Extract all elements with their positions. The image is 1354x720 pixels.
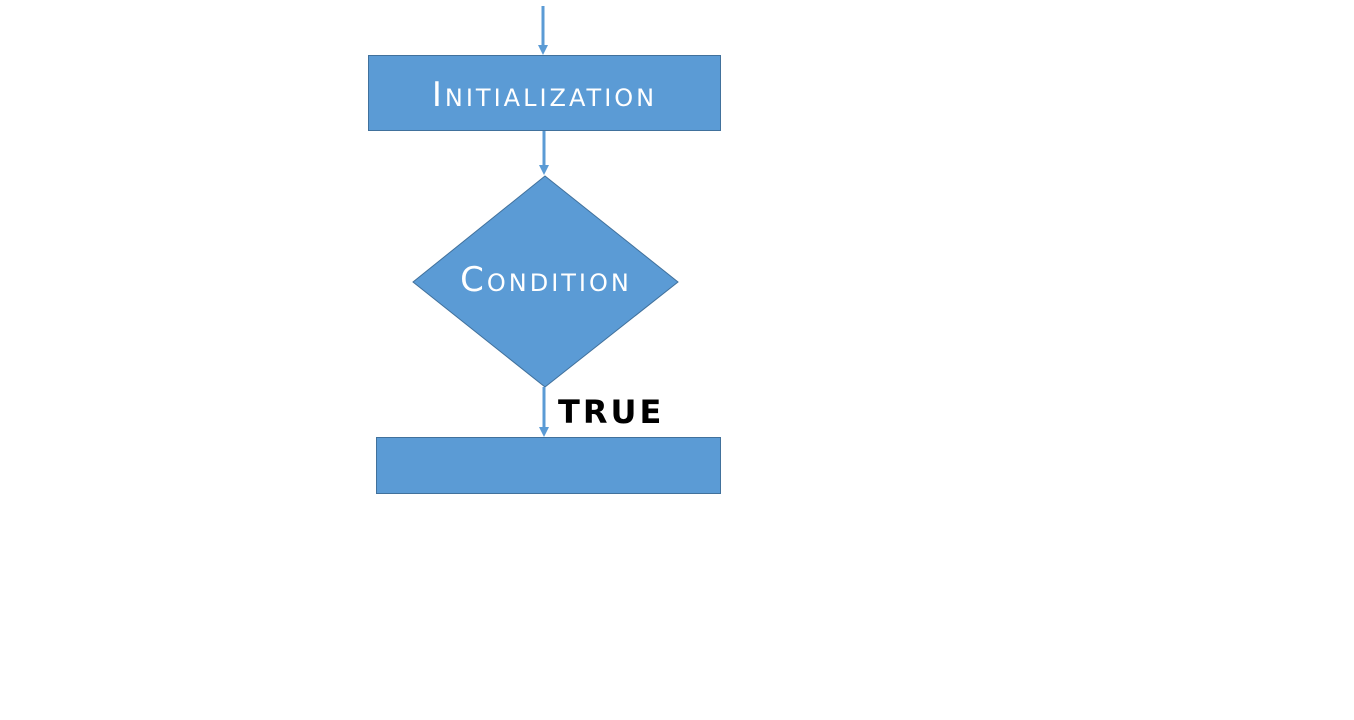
condition-node: Condition [412,175,679,388]
condition-label: Condition [460,260,632,300]
true-branch-label: TRUE [558,393,664,431]
body-node [376,437,721,494]
initialization-node: Initialization [368,55,721,131]
initialization-box [368,55,721,131]
body-box [376,437,721,494]
initialization-label: Initialization [432,75,657,115]
